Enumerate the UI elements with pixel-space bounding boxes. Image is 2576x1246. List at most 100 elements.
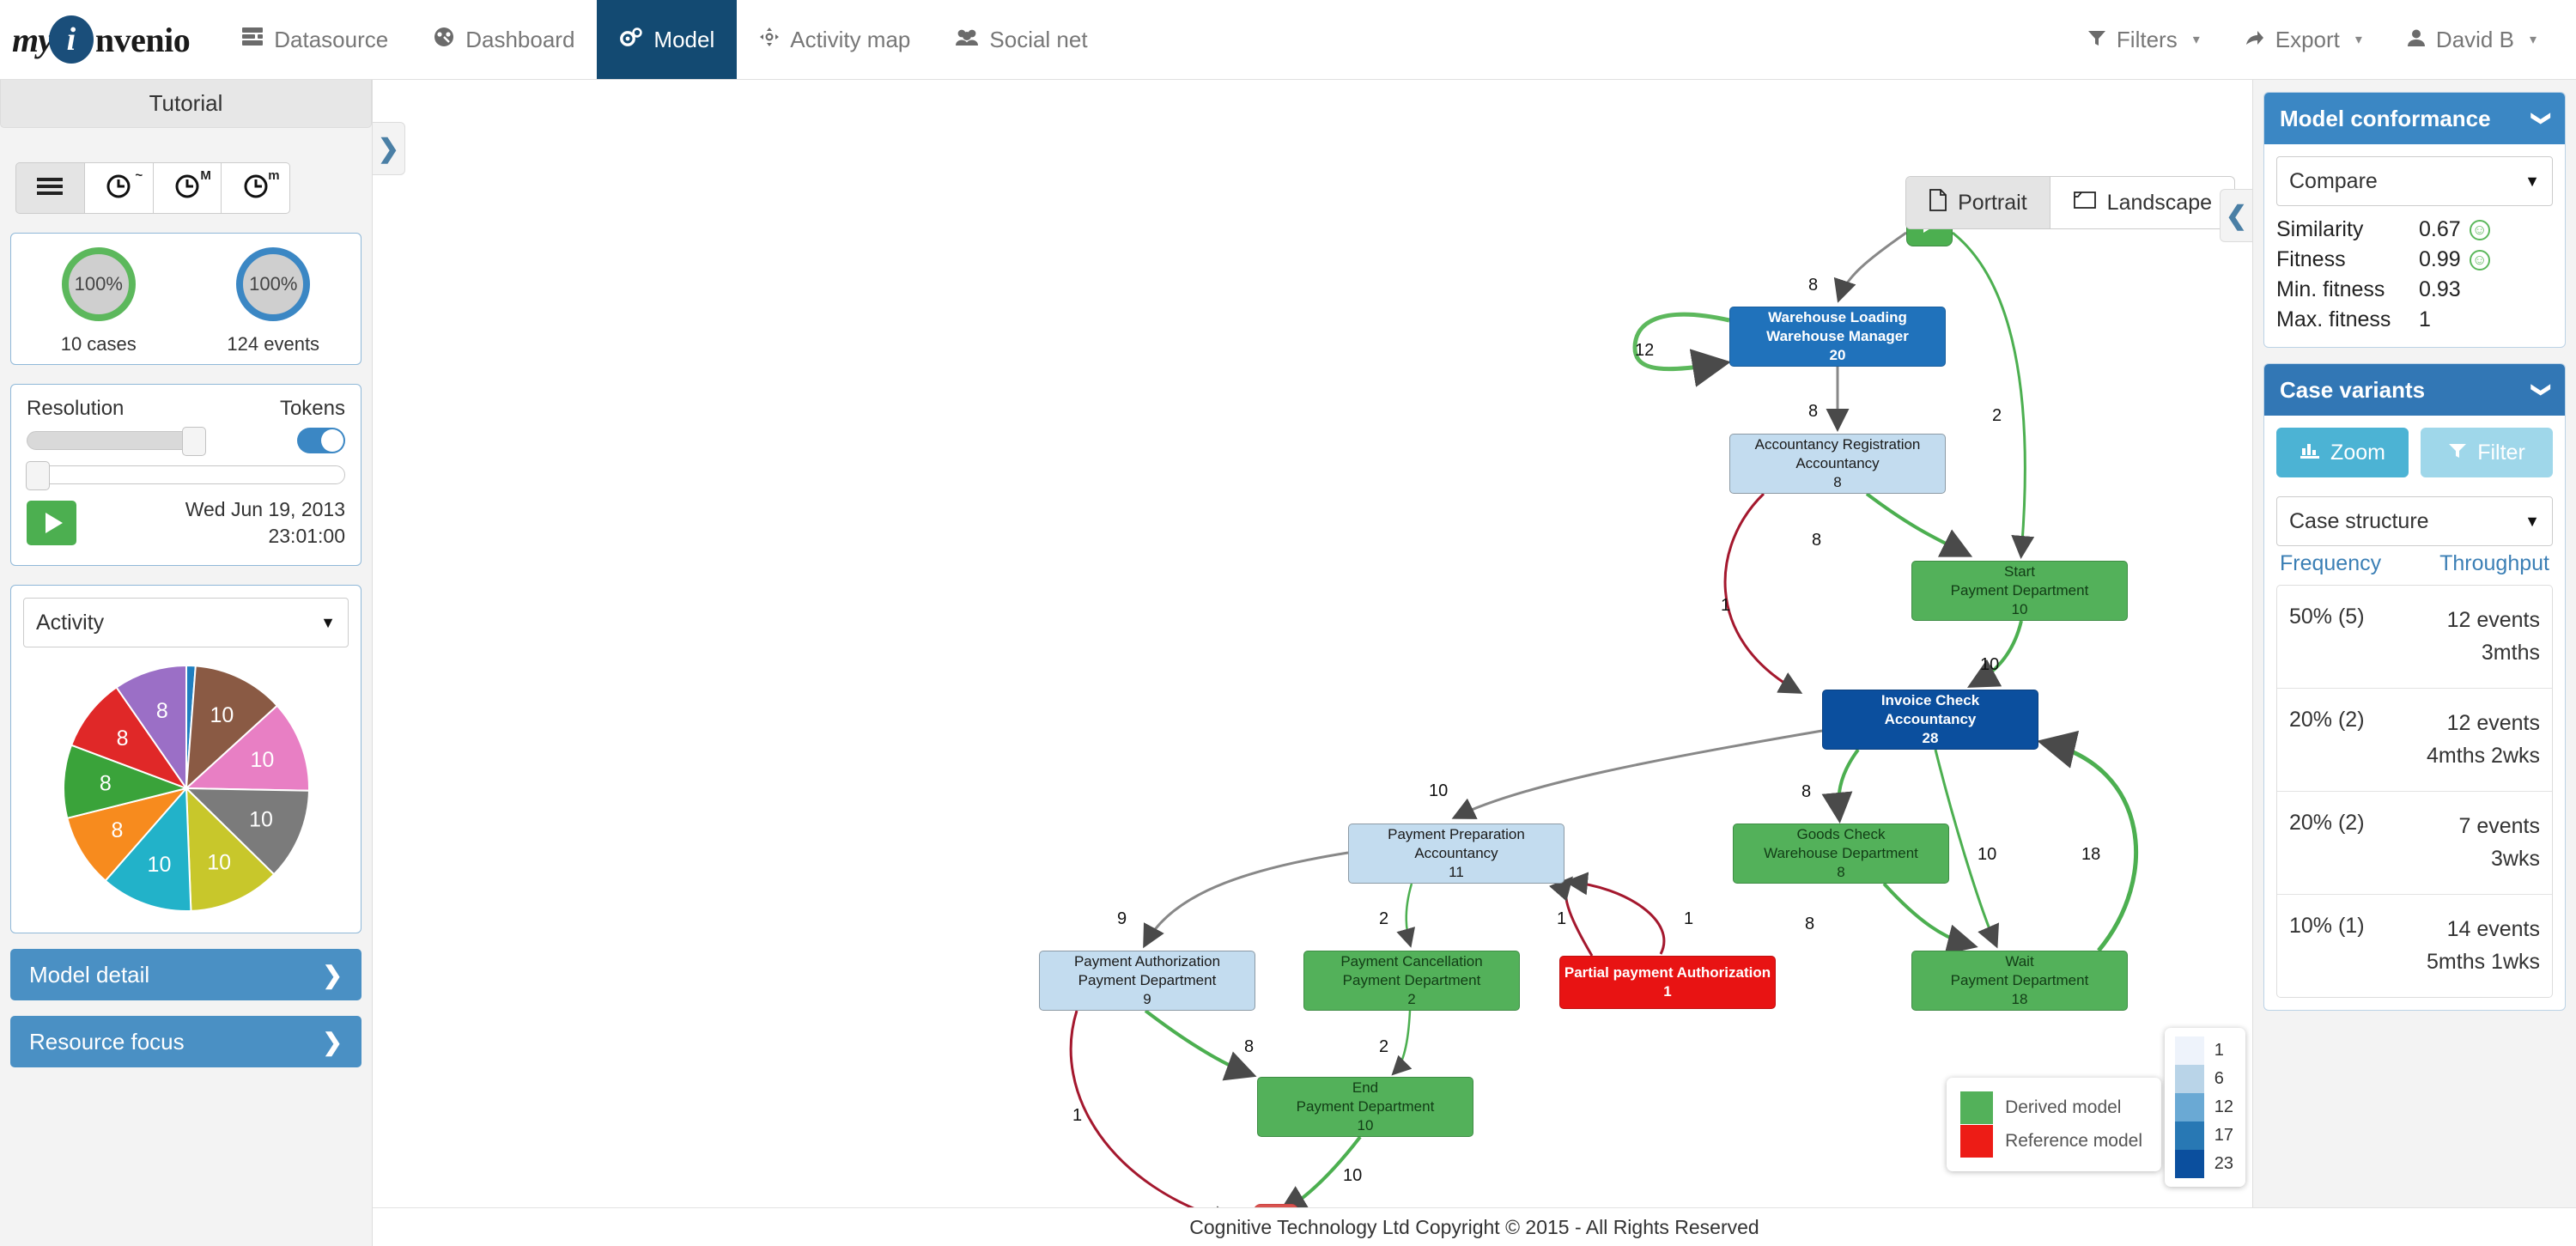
brand-invenio-text: nvenio (94, 20, 191, 59)
node-role-name: Payment Department (1078, 972, 1217, 989)
pie-slice[interactable] (114, 665, 187, 792)
clock-mean-button[interactable]: ~ (84, 162, 154, 214)
node-activity-name: Wait (2005, 953, 2034, 970)
reference-model-label: Reference model (2005, 1131, 2142, 1151)
nav-item-activity-map[interactable]: Activity map (737, 0, 933, 79)
column-header-throughput[interactable]: Throughput (2439, 551, 2549, 575)
node-activity-name: Payment Authorization (1073, 953, 1221, 970)
variants-filter-button[interactable]: Filter (2421, 428, 2553, 477)
kpi-events: 100% 124 events (186, 247, 361, 356)
resolution-slider-handle[interactable] (182, 427, 206, 456)
pie-slice[interactable] (62, 744, 189, 820)
clock-min-button[interactable]: m (222, 162, 290, 214)
node-activity-name: Partial payment Authorization (1564, 964, 1771, 982)
edge-frequency-label: 2 (1379, 1037, 1389, 1056)
landscape-button[interactable]: Landscape (2049, 177, 2234, 228)
similarity-value: 0.67 (2419, 217, 2461, 241)
model-conformance-header[interactable]: Model conformance ❯ (2264, 93, 2565, 144)
node-role-name: Payment Department (1342, 972, 1481, 989)
chevron-down-icon: ▾ (2354, 33, 2362, 47)
variant-duration: 3mths (2481, 640, 2540, 665)
pie-slice[interactable] (185, 786, 275, 913)
resolution-slider[interactable] (27, 427, 206, 456)
pie-slice[interactable] (70, 686, 189, 791)
scale-value: 23 (2214, 1154, 2233, 1173)
nav-item-user-menu[interactable]: David B ▾ (2385, 0, 2559, 79)
node-count: 2 (1407, 990, 1416, 1007)
nav-item-social-net[interactable]: Social net (933, 0, 1109, 79)
node-count: 10 (2011, 600, 2028, 617)
nav-item-filters[interactable]: Filters ▾ (2065, 0, 2222, 79)
case-variants-header[interactable]: Case variants ❯ (2264, 364, 2565, 416)
edge-frequency-label: 12 (1635, 341, 1655, 360)
edge-frequency-label: 10 (1978, 845, 1997, 864)
node-count: 8 (1837, 863, 1845, 880)
events-donut: 100% (236, 247, 311, 321)
model-conformance-panel: Model conformance ❯ Compare ▼ Similarity… (2263, 92, 2566, 348)
nav-label-user: David B (2435, 26, 2514, 52)
playback-date: Wed Jun 19, 2013 (185, 498, 345, 520)
activity-select[interactable]: Activity ▼ (23, 598, 349, 648)
node-count: 18 (2011, 990, 2028, 1007)
bar-chart-icon (2300, 441, 2320, 465)
case-variants-title: Case variants (2280, 376, 2426, 403)
process-model-canvas[interactable]: Portrait Landscape (373, 80, 2252, 1207)
pie-slice[interactable] (184, 787, 310, 876)
pie-slice-label: 10 (250, 748, 274, 772)
variants-zoom-button[interactable]: Zoom (2276, 428, 2409, 477)
timeline-slider[interactable] (26, 461, 345, 490)
pie-slice[interactable] (103, 786, 191, 913)
collapse-left-panel-button[interactable]: ❯ (373, 122, 405, 175)
tokens-toggle[interactable] (297, 428, 345, 453)
edge-frequency-label: 10 (1980, 655, 2000, 674)
timeline-slider-handle[interactable] (26, 461, 50, 490)
pie-slice[interactable] (183, 704, 310, 792)
reference-model-swatch (1960, 1125, 1994, 1158)
compare-select[interactable]: Compare ▼ (2276, 156, 2553, 206)
column-header-frequency[interactable]: Frequency (2280, 551, 2382, 575)
funnel-icon (2448, 441, 2467, 465)
min-fitness-label: Min. fitness (2276, 277, 2385, 301)
model-detail-button[interactable]: Model detail ❯ (10, 949, 361, 1001)
resource-focus-button[interactable]: Resource focus ❯ (10, 1016, 361, 1068)
nav-item-dashboard[interactable]: Dashboard (410, 0, 597, 79)
view-mode-button-group: ~ M m (15, 162, 290, 214)
nav-item-datasource[interactable]: Datasource (219, 0, 410, 79)
clock-max-button[interactable]: M (153, 162, 222, 214)
tutorial-tab[interactable]: Tutorial (0, 80, 372, 128)
nav-item-model[interactable]: Model (597, 0, 738, 79)
collapse-right-panel-button[interactable]: ❮ (2220, 189, 2252, 242)
list-view-button[interactable] (15, 162, 85, 214)
play-button[interactable] (27, 501, 76, 546)
pie-slice[interactable] (185, 665, 278, 791)
nav-item-export[interactable]: Export ▾ (2222, 0, 2385, 79)
brand-logo[interactable]: my i nvenio (0, 0, 219, 79)
page-portrait-icon (1929, 188, 1947, 217)
edge-frequency-label: 1 (1557, 909, 1567, 928)
variant-duration: 5mths 1wks (2427, 949, 2540, 974)
portrait-button[interactable]: Portrait (1906, 177, 2050, 228)
chevron-down-icon: ❯ (2530, 110, 2553, 127)
case-structure-select[interactable]: Case structure ▼ (2276, 496, 2553, 546)
scale-swatch (2174, 1121, 2204, 1150)
node-count: 20 (1829, 346, 1846, 363)
